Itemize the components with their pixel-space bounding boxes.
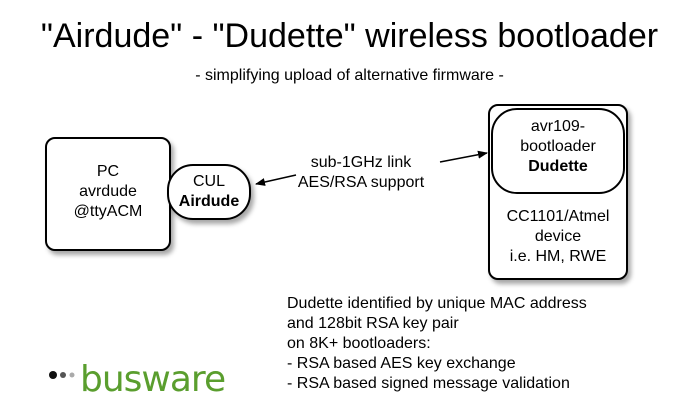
busware-logo: busware xyxy=(48,358,248,402)
bootloader-name: Dudette xyxy=(528,158,588,175)
link-line: sub-1GHz link xyxy=(310,154,412,171)
bootloader-box xyxy=(491,108,625,194)
cul-name: Airdude xyxy=(178,193,240,210)
bootloader-label: avr109- bootloader Dudette xyxy=(491,117,625,177)
notes-line: on 8K+ bootloaders: xyxy=(287,335,431,352)
bootloader-line: avr109- xyxy=(530,118,586,135)
cul-label: CUL Airdude xyxy=(167,172,251,212)
pc-line: PC xyxy=(96,163,120,180)
link-label: sub-1GHz link AES/RSA support xyxy=(282,153,440,193)
logo-dots-icon xyxy=(49,371,75,379)
pc-line: @ttyACM xyxy=(73,203,143,220)
device-line: CC1101/Atmel xyxy=(506,208,610,225)
arrow-to-cul xyxy=(255,174,297,186)
link-line: AES/RSA support xyxy=(297,174,425,191)
page-subtitle: - simplifying upload of alternative firm… xyxy=(195,67,504,84)
device-line: device xyxy=(534,228,582,245)
pc-label: PC avrdude @ttyACM xyxy=(45,162,171,222)
notes-line: and 128bit RSA key pair xyxy=(287,315,459,332)
pc-line: avrdude xyxy=(79,183,137,200)
arrow-to-bootloader xyxy=(439,150,488,163)
notes-line: - RSA based signed message validation xyxy=(287,375,570,392)
device-label: CC1101/Atmel device i.e. HM, RWE xyxy=(488,207,628,267)
cul-line: CUL xyxy=(192,173,225,190)
logo-wordmark: busware xyxy=(80,359,226,400)
notes-line: - RSA based AES key exchange xyxy=(287,355,516,372)
cul-box xyxy=(167,164,251,220)
bootloader-line: bootloader xyxy=(520,138,596,155)
notes-line: Dudette identified by unique MAC address xyxy=(287,295,587,312)
notes-text: Dudette identified by unique MAC address… xyxy=(287,294,587,394)
page-title: "Airdude" - "Dudette" wireless bootloade… xyxy=(40,17,659,55)
device-line: i.e. HM, RWE xyxy=(509,248,607,265)
